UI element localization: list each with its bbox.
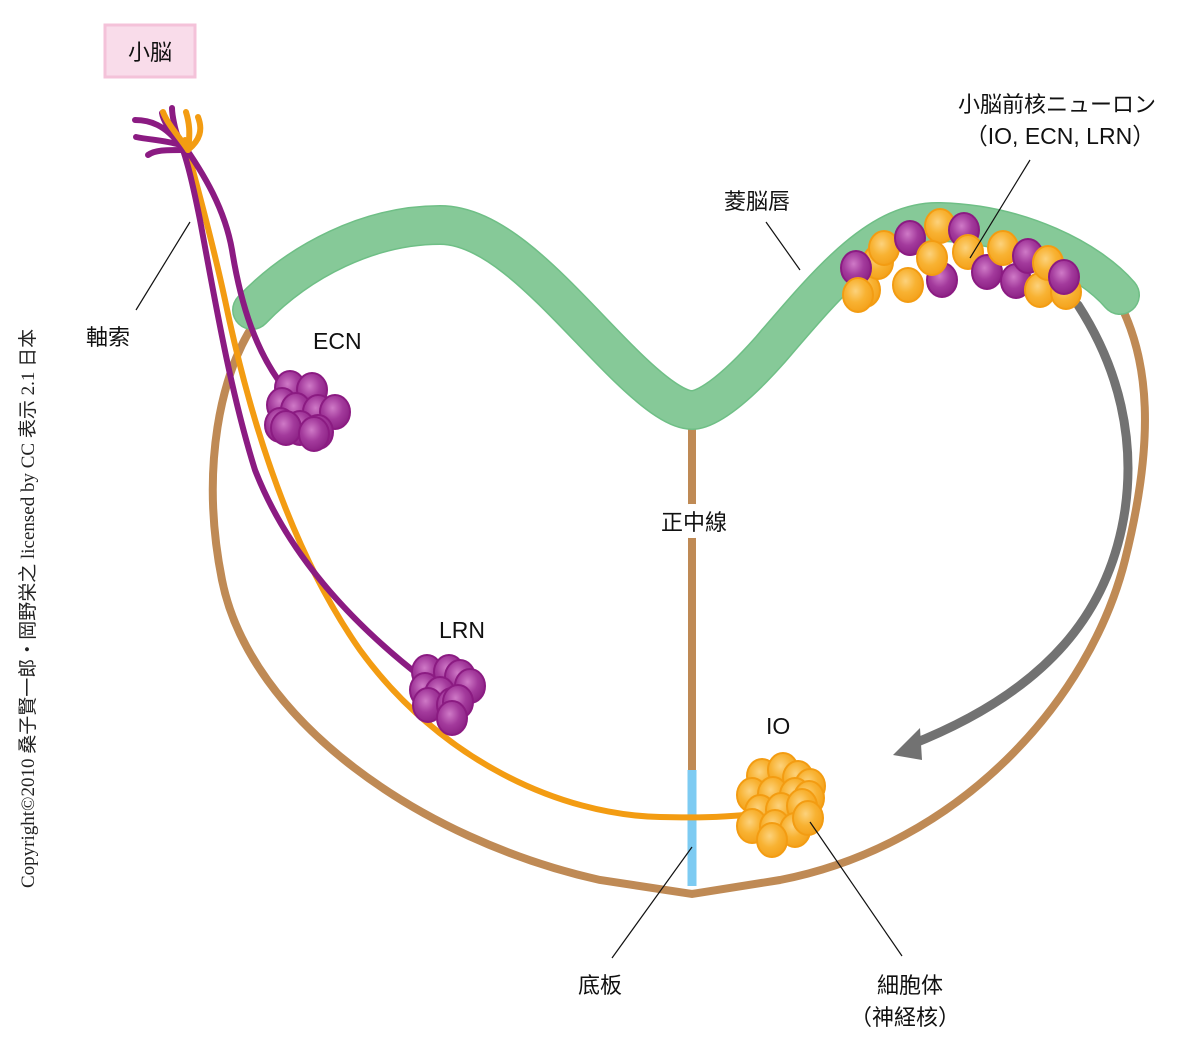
cell-body-leader-line bbox=[809, 821, 903, 957]
cerebellum-label: 小脳 bbox=[128, 41, 172, 66]
purple-neuron-cell bbox=[894, 220, 926, 256]
rhombic-lip-leader-line bbox=[765, 221, 801, 271]
lrn-label: LRN bbox=[439, 617, 485, 643]
lrn-axon bbox=[172, 127, 428, 683]
purple-neuron-cell bbox=[270, 410, 302, 446]
floor-plate-leader-line bbox=[611, 846, 693, 959]
rhombic-lip-neurons bbox=[840, 208, 1082, 313]
purple-neuron-cell bbox=[971, 254, 1003, 290]
migration-arrow bbox=[893, 300, 1133, 760]
midline-label: 正中線 bbox=[661, 511, 727, 536]
ecn-label: ECN bbox=[313, 328, 362, 354]
orange-neuron-cell bbox=[892, 267, 924, 303]
arrow-head-icon bbox=[893, 728, 922, 760]
ecn-nucleus-cluster bbox=[264, 370, 351, 452]
orange-neuron-cell bbox=[756, 822, 788, 858]
lrn-nucleus-cluster bbox=[409, 654, 486, 736]
precerebellar-neurons-sublabel: （IO, ECN, LRN） bbox=[965, 123, 1155, 149]
io-label: IO bbox=[766, 713, 790, 739]
precerebellar-leader-line bbox=[969, 159, 1031, 259]
axon-label: 軸索 bbox=[86, 326, 130, 351]
orange-neuron-cell bbox=[916, 240, 948, 276]
floor-plate-label: 底板 bbox=[578, 974, 622, 999]
io-axon bbox=[182, 137, 748, 821]
axon-leader-line bbox=[135, 221, 191, 311]
copyright-text: Copyright©2010 桑子賢一郎・岡野栄之 licensed by CC… bbox=[17, 329, 39, 888]
precerebellar-neurons-label: 小脳前核ニューロン bbox=[958, 93, 1156, 118]
cerebellum-label-box: 小脳 bbox=[103, 23, 197, 79]
purple-neuron-cell bbox=[1048, 259, 1080, 295]
io-nucleus-cluster bbox=[736, 752, 826, 858]
purple-neuron-cell bbox=[298, 416, 330, 452]
hindbrain-outline bbox=[208, 296, 1149, 899]
orange-neuron-cell bbox=[842, 277, 874, 313]
cell-body-label: 細胞体 bbox=[877, 974, 943, 999]
orange-neuron-cell bbox=[792, 800, 824, 836]
cell-body-sublabel: （神経核） bbox=[850, 1006, 960, 1031]
ecn-axon bbox=[177, 137, 293, 398]
purple-neuron-cell bbox=[436, 700, 468, 736]
axon-terminals bbox=[132, 105, 204, 158]
rhombic-lip-label: 菱脳唇 bbox=[724, 190, 790, 215]
